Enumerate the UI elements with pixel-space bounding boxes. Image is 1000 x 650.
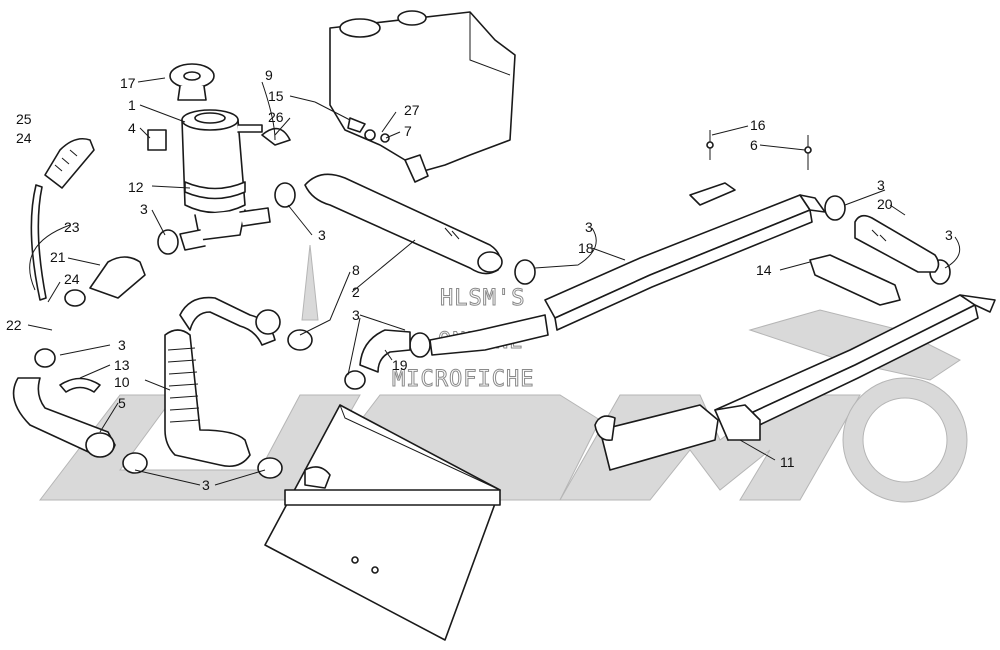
callout-16: 16 <box>750 117 766 133</box>
callout-3-mid: 3 <box>352 307 360 323</box>
callout-24-mid: 24 <box>64 271 80 287</box>
callout-22: 22 <box>6 317 22 333</box>
callout-3-right: 3 <box>945 227 953 243</box>
heat-exchanger-panel <box>264 404 501 641</box>
callout-2: 2 <box>352 284 360 300</box>
callout-7: 7 <box>404 123 412 139</box>
callout-17: 17 <box>120 75 136 91</box>
callout-12: 12 <box>128 179 144 195</box>
callout-21: 21 <box>50 249 66 265</box>
callout-14: 14 <box>756 262 772 278</box>
bypass-hoses-left <box>30 137 146 301</box>
callout-11: 11 <box>780 454 795 470</box>
callout-19: 19 <box>392 357 408 373</box>
callout-26: 26 <box>268 109 284 125</box>
callout-6: 6 <box>750 137 758 153</box>
hose-19 <box>359 314 549 373</box>
watermark-line-1: HLSM'S <box>440 286 525 311</box>
hose-corrugated <box>164 296 281 468</box>
callout-labels: 17 1 4 9 15 26 27 7 25 24 12 3 3 23 21 2… <box>6 67 953 493</box>
callout-13: 13 <box>114 357 130 373</box>
callout-3-rail: 3 <box>585 219 593 235</box>
callout-4: 4 <box>128 120 136 136</box>
callout-3-bottom: 3 <box>202 477 210 493</box>
callout-18: 18 <box>578 240 594 256</box>
leader-lines <box>27 77 961 486</box>
radiator-cap <box>169 63 215 101</box>
hose-lower-left <box>12 377 116 458</box>
callout-20: 20 <box>877 196 893 212</box>
callout-3-right-top: 3 <box>877 177 885 193</box>
callout-3-left: 3 <box>118 337 126 353</box>
callout-24-top: 24 <box>16 130 32 146</box>
callout-25: 25 <box>16 111 32 127</box>
callout-3-filler: 3 <box>140 201 148 217</box>
hose-clamps <box>34 182 951 479</box>
coupler-hose-20 <box>854 214 940 273</box>
hose-upper-long <box>304 173 503 275</box>
rail-11 <box>594 294 996 471</box>
filler-neck-housing <box>147 109 271 251</box>
callout-1: 1 <box>128 97 136 113</box>
rail-18 <box>544 194 826 331</box>
coolant-reservoir <box>329 10 516 183</box>
mount-bolts <box>689 130 812 206</box>
bracket-14 <box>809 254 901 306</box>
callout-27: 27 <box>404 102 420 118</box>
bracket-and-bolt <box>261 101 390 146</box>
callout-8: 8 <box>352 262 360 278</box>
callout-15: 15 <box>268 88 284 104</box>
callout-9: 9 <box>265 67 273 83</box>
watermark-line-3: MICROFICHE <box>392 367 534 392</box>
callout-3-upper-clamp: 3 <box>318 227 326 243</box>
callout-23: 23 <box>64 219 80 235</box>
callout-5: 5 <box>118 395 126 411</box>
callout-10: 10 <box>114 374 130 390</box>
